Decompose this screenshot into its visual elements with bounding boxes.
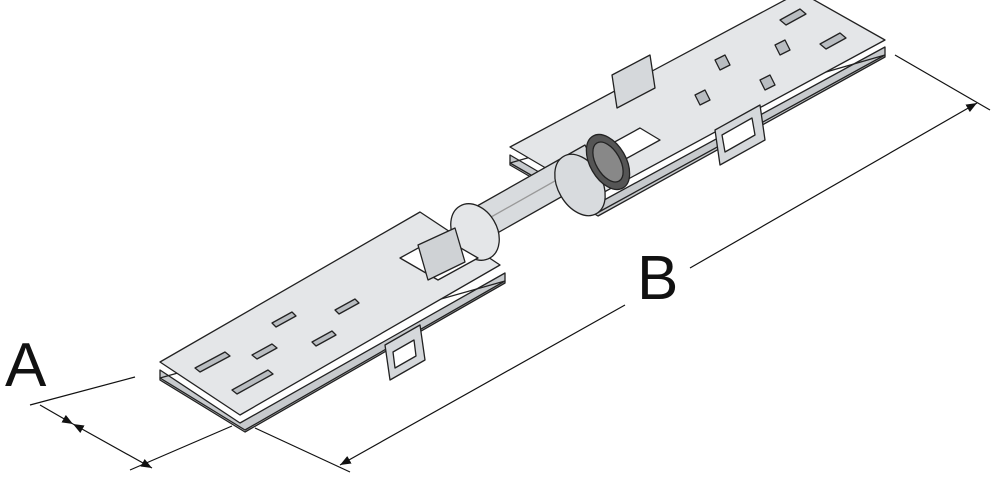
right-plate-slots [694,8,847,106]
dimension-b-upper [689,102,978,269]
dimension-a-label: A [5,331,47,400]
dimension-a [72,423,153,469]
dimension-b-label: B [637,244,679,313]
left-plate-slots [194,298,360,395]
dimension-lines [29,54,991,473]
adjuster-rod [399,133,631,281]
hex-nut [417,227,466,281]
right-clip-back [611,54,656,109]
dimension-b-lower [339,304,626,466]
